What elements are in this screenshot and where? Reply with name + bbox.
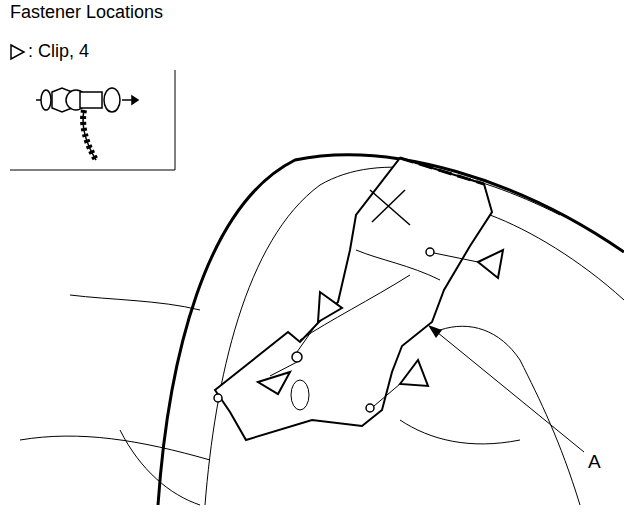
callout-letter: A	[588, 452, 601, 473]
panel-line	[20, 436, 210, 460]
trim-line	[490, 215, 624, 300]
leader-arrowhead	[428, 325, 442, 338]
seat-line	[440, 326, 580, 505]
inset-frame	[10, 70, 175, 170]
leader-line	[432, 328, 584, 452]
seat-line	[400, 420, 520, 444]
bracket-part	[215, 158, 492, 440]
cross-mark	[370, 190, 410, 225]
panel-line	[120, 430, 200, 505]
panel-line	[70, 295, 200, 310]
legend-text: : Clip, 4	[28, 42, 89, 62]
clip-holes	[214, 248, 434, 412]
clip-markers	[258, 250, 503, 406]
body-outline	[158, 155, 624, 505]
bracket-hole	[291, 380, 309, 410]
bracket-detail	[300, 250, 440, 340]
title: Fastener Locations	[10, 3, 163, 23]
legend-row: : Clip, 4	[8, 42, 89, 62]
clip-illustration	[36, 88, 138, 160]
legend-symbol	[8, 43, 26, 61]
hidden-edge	[400, 158, 484, 184]
